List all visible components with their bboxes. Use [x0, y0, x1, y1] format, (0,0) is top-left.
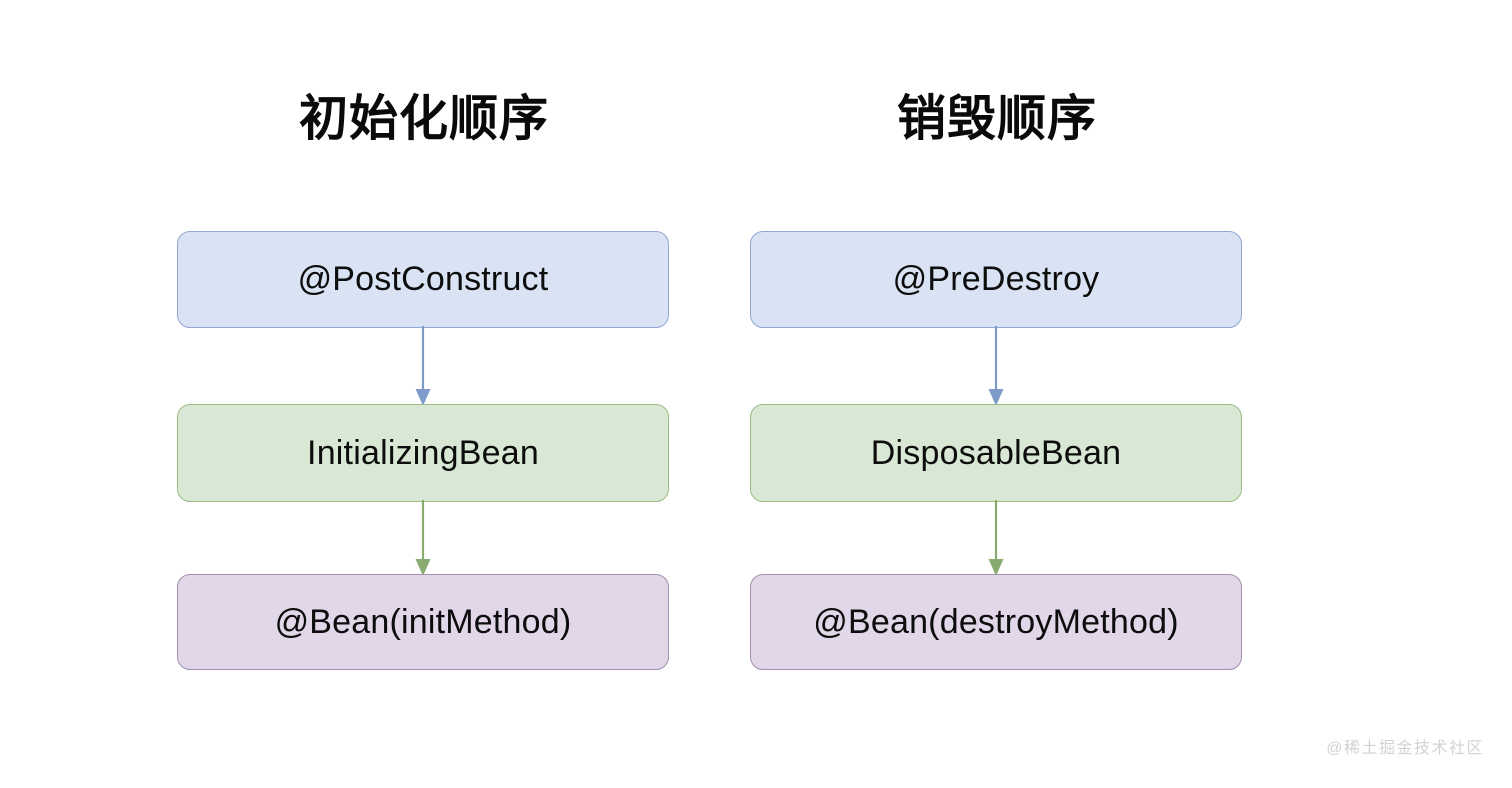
column-title-destruction: 销毁顺序: [896, 92, 1097, 146]
node-bean-init-method[interactable]: @Bean(initMethod): [177, 574, 669, 670]
node-label: @PreDestroy: [892, 260, 1100, 298]
arrow-disposable-bean-to-bean-destroy-method: [988, 500, 1004, 576]
node-pre-destroy[interactable]: @PreDestroy: [750, 231, 1242, 328]
node-post-construct[interactable]: @PostConstruct: [177, 231, 669, 328]
column-title-initialization: 初始化顺序: [298, 92, 549, 146]
node-disposable-bean[interactable]: DisposableBean: [750, 404, 1242, 502]
node-label: @PostConstruct: [297, 260, 549, 298]
watermark: @稀土掘金技术社区: [1326, 740, 1484, 757]
arrow-initializing-bean-to-bean-init-method: [415, 500, 431, 576]
node-label: InitializingBean: [307, 433, 539, 472]
node-label: @Bean(initMethod): [274, 602, 572, 641]
node-bean-destroy-method[interactable]: @Bean(destroyMethod): [750, 574, 1242, 670]
node-initializing-bean[interactable]: InitializingBean: [177, 404, 669, 502]
arrow-post-construct-to-initializing-bean: [415, 326, 431, 406]
node-label: DisposableBean: [870, 433, 1122, 472]
column-initialization-sequence: 初始化顺序 @PostConstruct InitializingBean @B…: [177, 0, 671, 788]
arrow-pre-destroy-to-disposable-bean: [988, 326, 1004, 406]
column-destruction-sequence: 销毁顺序 @PreDestroy DisposableBean @Bean(de…: [750, 0, 1244, 788]
node-label: @Bean(destroyMethod): [813, 602, 1179, 641]
